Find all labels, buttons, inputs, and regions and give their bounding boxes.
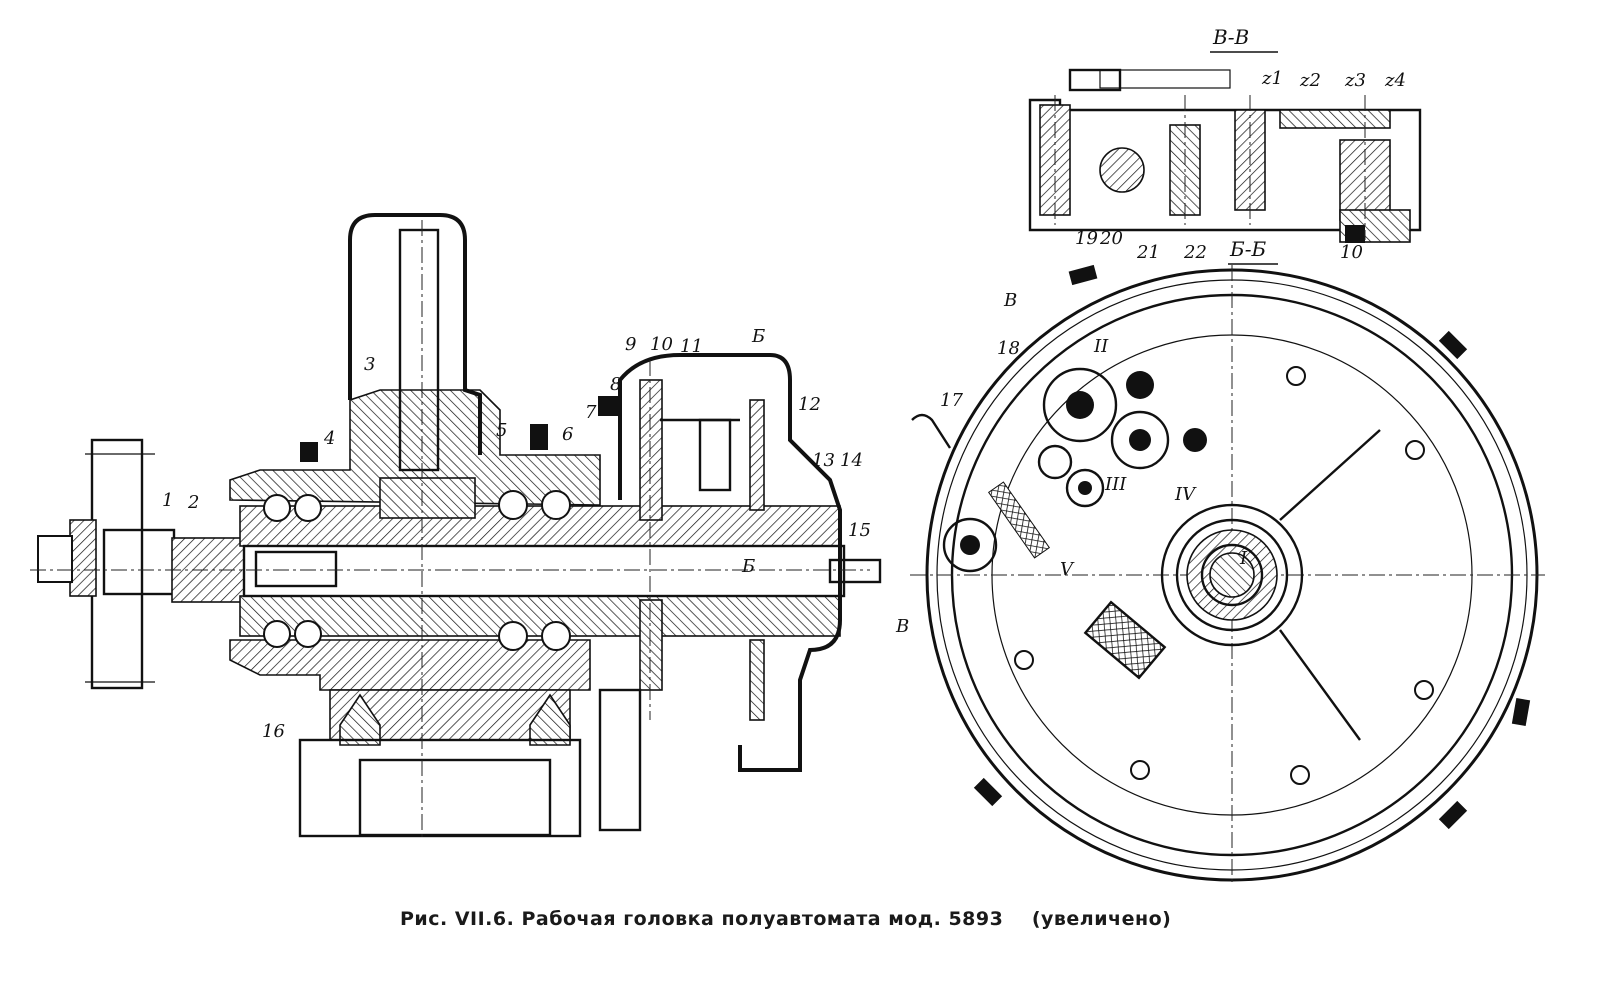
label-part-16: 16 — [262, 721, 285, 742]
label-part-10: 10 — [650, 334, 673, 355]
label-part-6: 6 — [562, 424, 573, 445]
label-part-22: 22 — [1183, 242, 1207, 263]
section-marker-v-bottom: В — [895, 616, 909, 637]
label-part-8: 8 — [610, 374, 621, 395]
section-vv-view: В-В 19 20 21 22 10 z1 z2 z3 z4 — [1028, 25, 1422, 263]
main-part-labels: 1 2 3 4 5 6 7 8 9 10 11 12 13 14 15 16 Б… — [162, 326, 871, 742]
label-gear-z3: z3 — [1344, 70, 1366, 91]
label-part-14: 14 — [840, 450, 863, 471]
label-part-19: 19 — [1075, 228, 1098, 249]
label-part-12: 12 — [798, 394, 821, 415]
label-part-7: 7 — [585, 402, 597, 423]
bearings — [263, 396, 618, 651]
section-marker-b-bottom: Б — [741, 556, 755, 577]
label-part-20: 20 — [1099, 228, 1123, 249]
section-marker-v-top: В — [1003, 290, 1017, 311]
figure-caption: Рис. VII.6. Рабочая головка полуавтомата… — [400, 908, 1171, 930]
label-shaft-V: V — [1060, 559, 1075, 580]
label-shaft-III: III — [1104, 474, 1127, 495]
gear-cover — [598, 353, 842, 832]
label-shaft-IV: IV — [1174, 484, 1197, 505]
label-part-2: 2 — [187, 492, 199, 513]
spindle — [171, 505, 882, 637]
handwheel — [37, 438, 176, 690]
label-shaft-II: II — [1093, 336, 1109, 357]
label-shaft-I: I — [1239, 548, 1248, 569]
label-part-13: 13 — [812, 450, 835, 471]
section-bb-view: Б-Б II — [895, 237, 1545, 885]
label-part-15: 15 — [848, 520, 871, 541]
label-part-9: 9 — [625, 334, 636, 355]
label-gear-z4: z4 — [1384, 70, 1406, 91]
label-part-5: 5 — [496, 420, 507, 441]
label-gear-z2: z2 — [1299, 70, 1321, 91]
label-part-11: 11 — [680, 336, 703, 357]
housing — [229, 213, 601, 838]
label-part-4: 4 — [323, 428, 335, 449]
section-bb-title: Б-Б — [1229, 237, 1266, 261]
label-gear-z1: z1 — [1261, 68, 1283, 89]
label-part-17: 17 — [940, 390, 963, 411]
caption-text: Рис. VII.6. Рабочая головка полуавтомата… — [400, 908, 1004, 930]
section-vv-title: В-В — [1212, 25, 1249, 49]
label-part-1: 1 — [162, 490, 173, 511]
label-part-3: 3 — [364, 354, 375, 375]
label-part-21: 21 — [1136, 242, 1160, 263]
label-part-18: 18 — [997, 338, 1020, 359]
caption-note: (увеличено) — [1031, 908, 1172, 930]
main-section-view: 1 2 3 4 5 6 7 8 9 10 11 12 13 14 15 16 Б… — [30, 213, 882, 840]
label-part-10-vv: 10 — [1340, 242, 1363, 263]
section-marker-b-top: Б — [751, 326, 765, 347]
